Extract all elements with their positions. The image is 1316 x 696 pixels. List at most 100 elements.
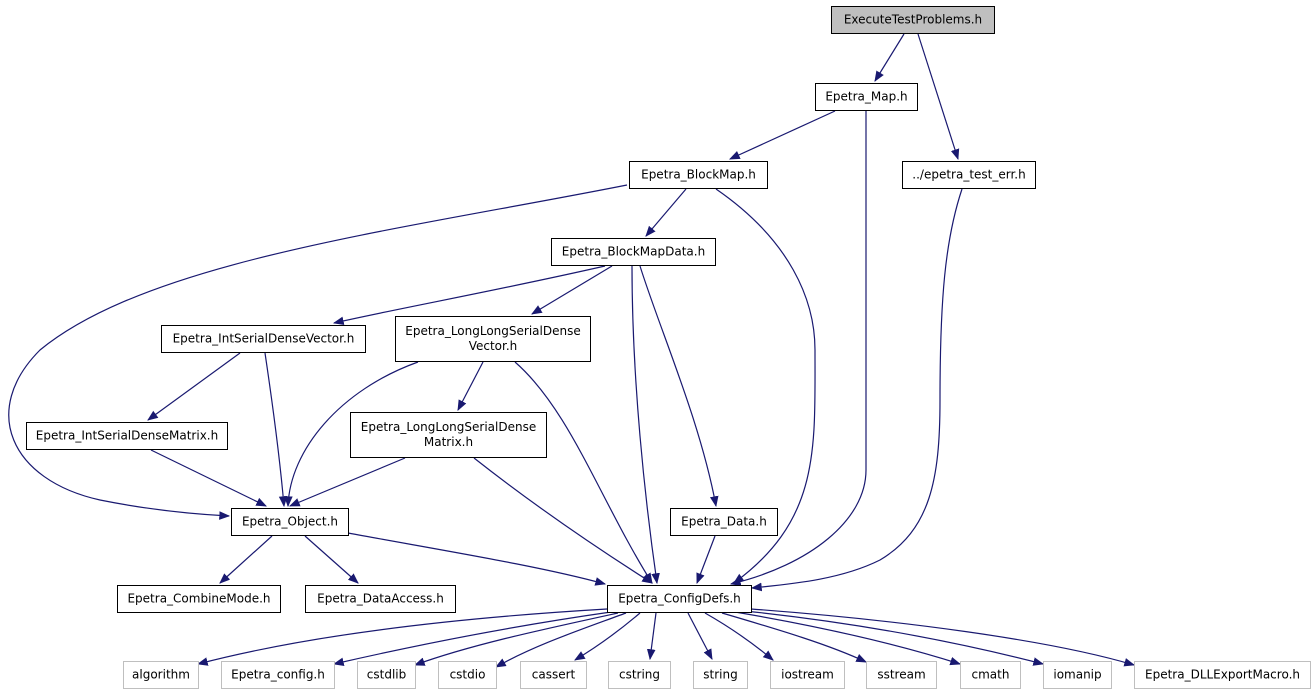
node-label: cassert xyxy=(532,668,576,682)
edge-line xyxy=(8,184,628,520)
node-label: Epetra_Object.h xyxy=(242,515,338,529)
edge-llvec-to-object xyxy=(284,361,419,508)
node-box xyxy=(221,661,335,689)
node-dllexport[interactable]: Epetra_DLLExportMacro.h xyxy=(1134,661,1311,689)
edges-layer xyxy=(8,33,1136,668)
edge-line xyxy=(332,265,606,326)
node-box xyxy=(350,412,547,458)
node-combine[interactable]: Epetra_CombineMode.h xyxy=(117,585,281,613)
node-algorithm[interactable]: algorithm xyxy=(123,661,199,689)
node-object[interactable]: Epetra_Object.h xyxy=(231,508,349,536)
node-iostream[interactable]: iostream xyxy=(770,661,845,689)
edge-line xyxy=(413,612,619,666)
node-box xyxy=(395,316,591,362)
edge-line xyxy=(639,265,719,508)
node-blockmapdata[interactable]: Epetra_BlockMapData.h xyxy=(551,238,716,266)
node-box xyxy=(357,661,416,689)
edge-blockmap-to-blockmapdata xyxy=(645,188,687,237)
edge-line xyxy=(721,612,867,663)
node-cmath[interactable]: cmath xyxy=(960,661,1021,689)
node-cassert[interactable]: cassert xyxy=(520,661,587,689)
edge-line xyxy=(264,352,288,508)
node-label: string xyxy=(703,668,737,682)
edge-llvec-to-llmat xyxy=(457,361,484,411)
edge-blockmapdata-to-data xyxy=(639,265,719,508)
node-data[interactable]: Epetra_Data.h xyxy=(670,508,778,536)
node-label: Epetra_config.h xyxy=(231,668,325,682)
node-box xyxy=(670,508,778,536)
node-cstring[interactable]: cstring xyxy=(608,661,671,689)
node-box xyxy=(438,661,497,689)
node-testerr[interactable]: ../epetra_test_err.h xyxy=(902,161,1036,189)
edge-line xyxy=(473,457,653,584)
edge-blockmap-to-config xyxy=(715,188,816,584)
edge-line xyxy=(531,265,613,315)
node-label: Epetra_LongLongSerialDense xyxy=(405,324,580,338)
edge-line xyxy=(150,449,267,507)
edge-line xyxy=(729,110,836,160)
edge-config-to-cstring xyxy=(646,612,657,661)
node-sstream[interactable]: sstream xyxy=(866,661,937,689)
node-box xyxy=(231,508,349,536)
node-box xyxy=(26,422,228,450)
node-string[interactable]: string xyxy=(693,661,748,689)
node-label: ExecuteTestProblems.h xyxy=(844,13,982,27)
node-cstdio[interactable]: cstdio xyxy=(438,661,497,689)
node-label: Epetra_IntSerialDenseMatrix.h xyxy=(36,429,218,443)
node-box xyxy=(1134,661,1311,689)
edge-llmat-to-config xyxy=(473,457,653,584)
edge-object-to-config xyxy=(347,532,607,586)
node-epconfig[interactable]: Epetra_config.h xyxy=(221,661,335,689)
node-config[interactable]: Epetra_ConfigDefs.h xyxy=(607,585,752,613)
edge-intvec-to-object xyxy=(264,352,288,508)
edge-line xyxy=(715,188,816,584)
node-iomanip[interactable]: iomanip xyxy=(1043,661,1112,689)
edge-line xyxy=(332,611,612,667)
edge-line xyxy=(874,33,905,82)
node-blockmap[interactable]: Epetra_BlockMap.h xyxy=(629,161,768,189)
edge-line xyxy=(645,188,687,237)
node-label: algorithm xyxy=(132,668,190,682)
edge-llvec-to-config xyxy=(514,361,653,584)
edge-line xyxy=(750,188,963,592)
node-label: iomanip xyxy=(1053,668,1101,682)
node-label: ../epetra_test_err.h xyxy=(912,168,1025,182)
edge-line xyxy=(734,611,962,666)
edge-line xyxy=(704,612,774,661)
node-label: cstdio xyxy=(450,668,486,682)
node-label: Epetra_Data.h xyxy=(681,515,767,529)
edge-line xyxy=(646,612,657,661)
node-map[interactable]: Epetra_Map.h xyxy=(815,83,918,111)
edge-line xyxy=(196,608,608,666)
edge-config-to-cmath xyxy=(734,611,962,666)
edge-config-to-string xyxy=(687,612,713,660)
node-access[interactable]: Epetra_DataAccess.h xyxy=(305,585,456,613)
edge-blockmapdata-to-llvec xyxy=(531,265,613,315)
edge-line xyxy=(284,361,419,508)
node-label: Epetra_DLLExportMacro.h xyxy=(1145,668,1300,682)
edge-line xyxy=(304,535,359,584)
edge-llmat-to-object xyxy=(289,457,406,507)
edge-config-to-iomanip xyxy=(744,610,1045,666)
node-box xyxy=(305,585,456,613)
node-label: sstream xyxy=(877,668,925,682)
node-box xyxy=(866,661,937,689)
node-box xyxy=(607,585,752,613)
node-intmat[interactable]: Epetra_IntSerialDenseMatrix.h xyxy=(26,422,228,450)
edge-line xyxy=(574,612,641,661)
edge-intmat-to-object xyxy=(150,449,267,507)
node-cstdlib[interactable]: cstdlib xyxy=(357,661,416,689)
edge-line xyxy=(687,612,713,660)
node-intvec[interactable]: Epetra_IntSerialDenseVector.h xyxy=(161,325,366,353)
node-label: iostream xyxy=(781,668,834,682)
edge-line xyxy=(696,535,716,585)
node-box xyxy=(960,661,1021,689)
node-label: cmath xyxy=(972,668,1010,682)
node-label: Epetra_LongLongSerialDense xyxy=(361,420,536,434)
node-box xyxy=(1043,661,1112,689)
edge-config-to-cstdio xyxy=(495,612,627,668)
